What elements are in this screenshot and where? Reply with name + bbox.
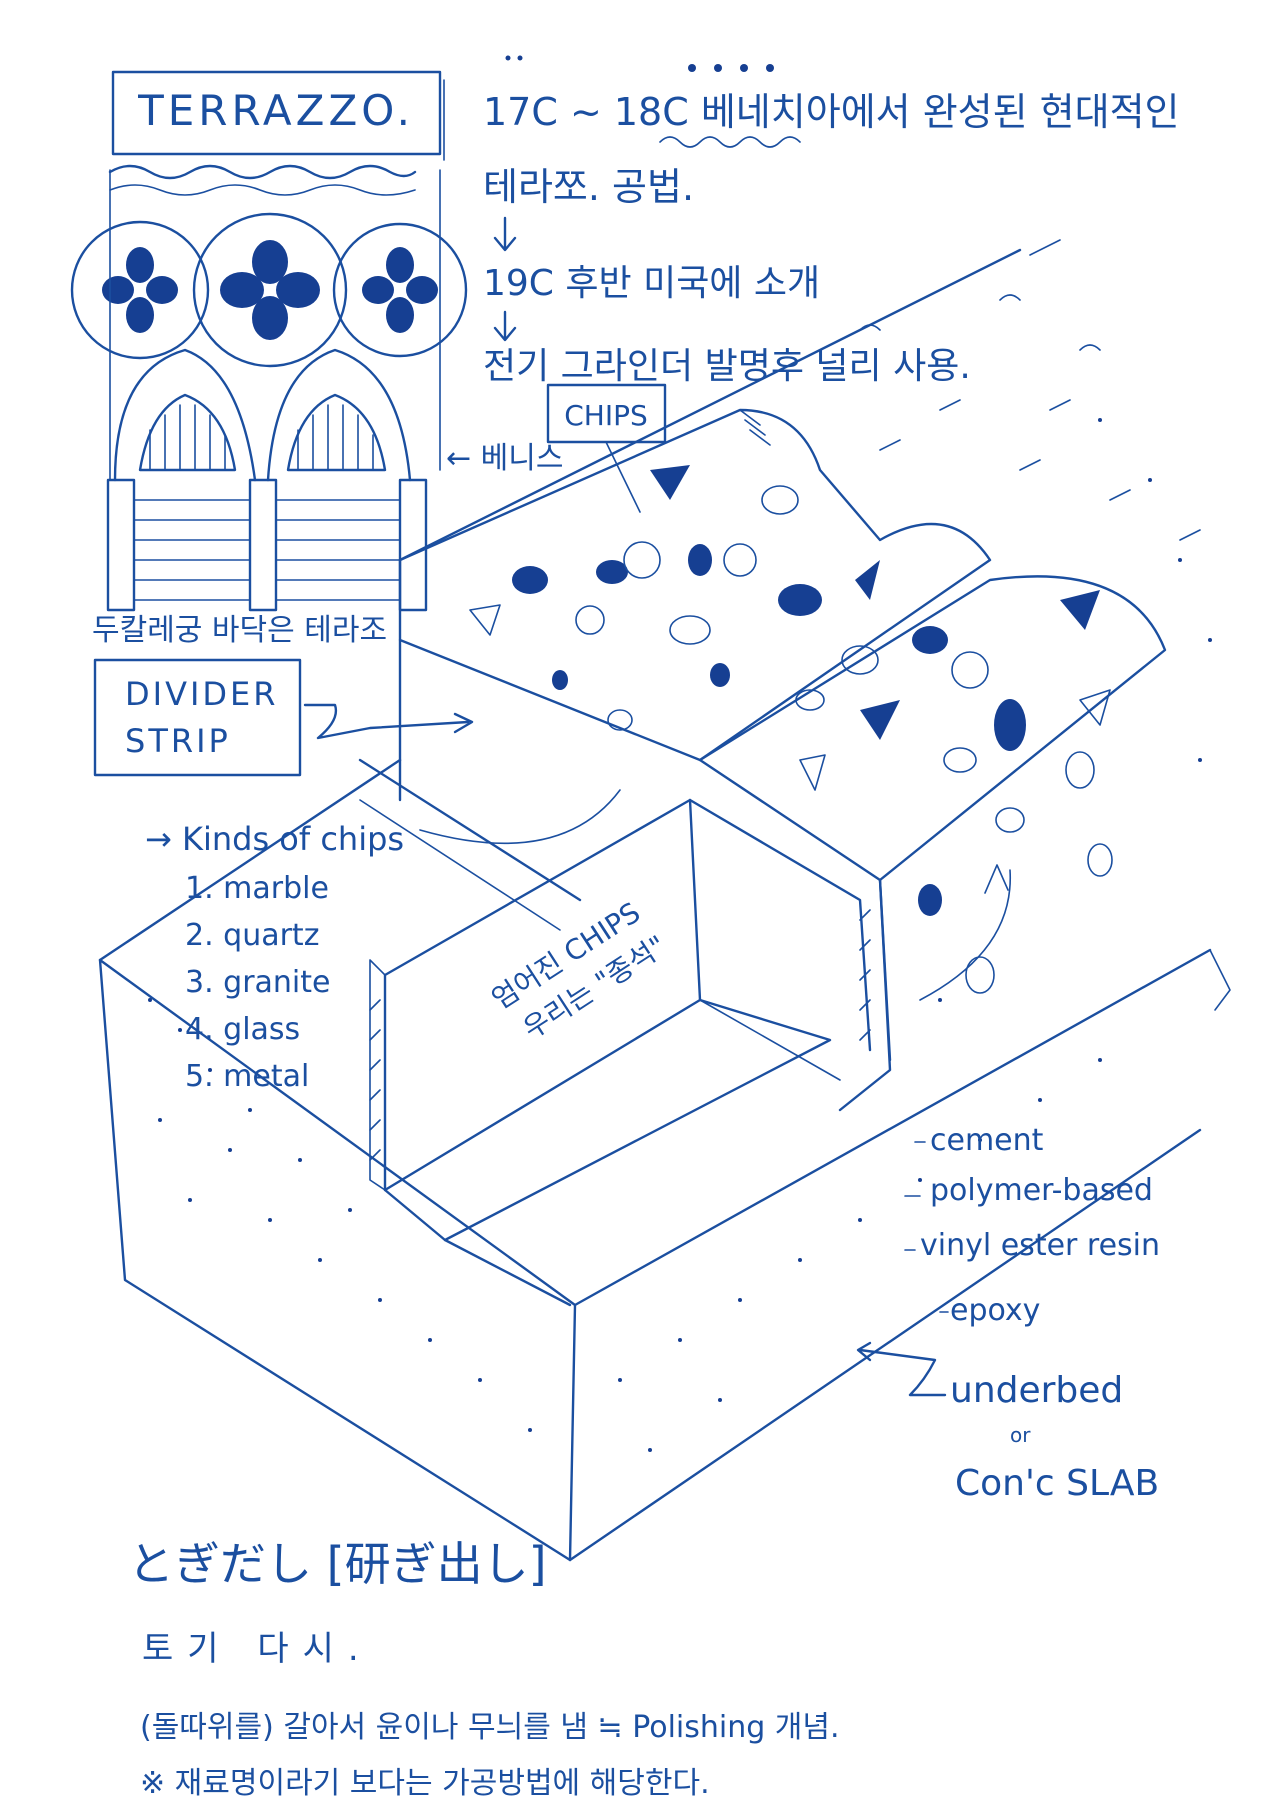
kinds-item-5: 5. metal — [185, 1059, 309, 1094]
history-line-3: 19C 후반 미국에 소개 — [483, 263, 820, 304]
togidashi-reading: 토기 다시. — [142, 1629, 373, 1669]
togidashi-notes: とぎだし [研ぎ出し] 토기 다시. (돌따위를) 갈아서 윤이나 무늬를 냄 … — [128, 1537, 840, 1801]
history-notes: 17C ~ 18C 베네치아에서 완성된 현대적인 테라쪼. 공법. 19C 후… — [483, 55, 1180, 387]
ducal-caption: 두칼레궁 바닥은 테라조 — [92, 613, 387, 648]
binder-3: vinyl ester resin — [920, 1228, 1160, 1263]
kinds-item-4: 4. glass — [185, 1012, 300, 1047]
underbed-line-3: Con'c SLAB — [955, 1463, 1159, 1504]
history-line-1: 17C ~ 18C 베네치아에서 완성된 현대적인 — [483, 90, 1180, 134]
history-line-2: 테라쪼. 공법. — [483, 165, 694, 209]
ducal-palace-drawing — [70, 164, 468, 612]
binder-4: epoxy — [950, 1293, 1040, 1328]
wall-text-group: 엄어진 CHIPS 우리는 "종석" — [486, 896, 672, 1046]
kinds-item-3: 3. granite — [185, 965, 331, 1000]
togidashi-desc: (돌따위를) 갈아서 윤이나 무늬를 냄 ≒ Polishing 개념. — [140, 1710, 840, 1745]
binder-2: polymer-based — [930, 1173, 1153, 1208]
history-line-4: 전기 그라인더 발명후 널리 사용. — [483, 346, 971, 387]
title-text: TERRAZZO. — [137, 86, 414, 135]
underbed-label: underbed or Con'c SLAB — [856, 1341, 1159, 1504]
underbed-line-1: underbed — [950, 1370, 1123, 1411]
binder-list: cement polymer-based vinyl ester resin e… — [904, 1123, 1160, 1328]
underbed-line-2: or — [1010, 1423, 1031, 1447]
title-box: TERRAZZO. — [111, 70, 445, 161]
divider-strip-box: DIVIDER STRIP — [93, 658, 474, 777]
kinds-of-chips: → Kinds of chips 1. marble 2. quartz 3. … — [145, 820, 404, 1094]
binder-1: cement — [930, 1123, 1044, 1158]
togidashi-note: ※ 재료명이라기 보다는 가공방법에 해당한다. — [140, 1766, 710, 1801]
divider-line-2: STRIP — [125, 722, 231, 760]
divider-line-1: DIVIDER — [125, 675, 279, 713]
chips-box: CHIPS — [546, 383, 667, 513]
chips-label: CHIPS — [564, 399, 648, 432]
kinds-header: → Kinds of chips — [145, 820, 404, 858]
togidashi-japanese: とぎだし [研ぎ出し] — [128, 1537, 547, 1591]
kinds-item-1: 1. marble — [185, 871, 329, 906]
terrazzo-block — [98, 239, 1231, 1562]
venice-label: ← 베니스 — [446, 441, 563, 476]
kinds-item-2: 2. quartz — [185, 918, 319, 953]
